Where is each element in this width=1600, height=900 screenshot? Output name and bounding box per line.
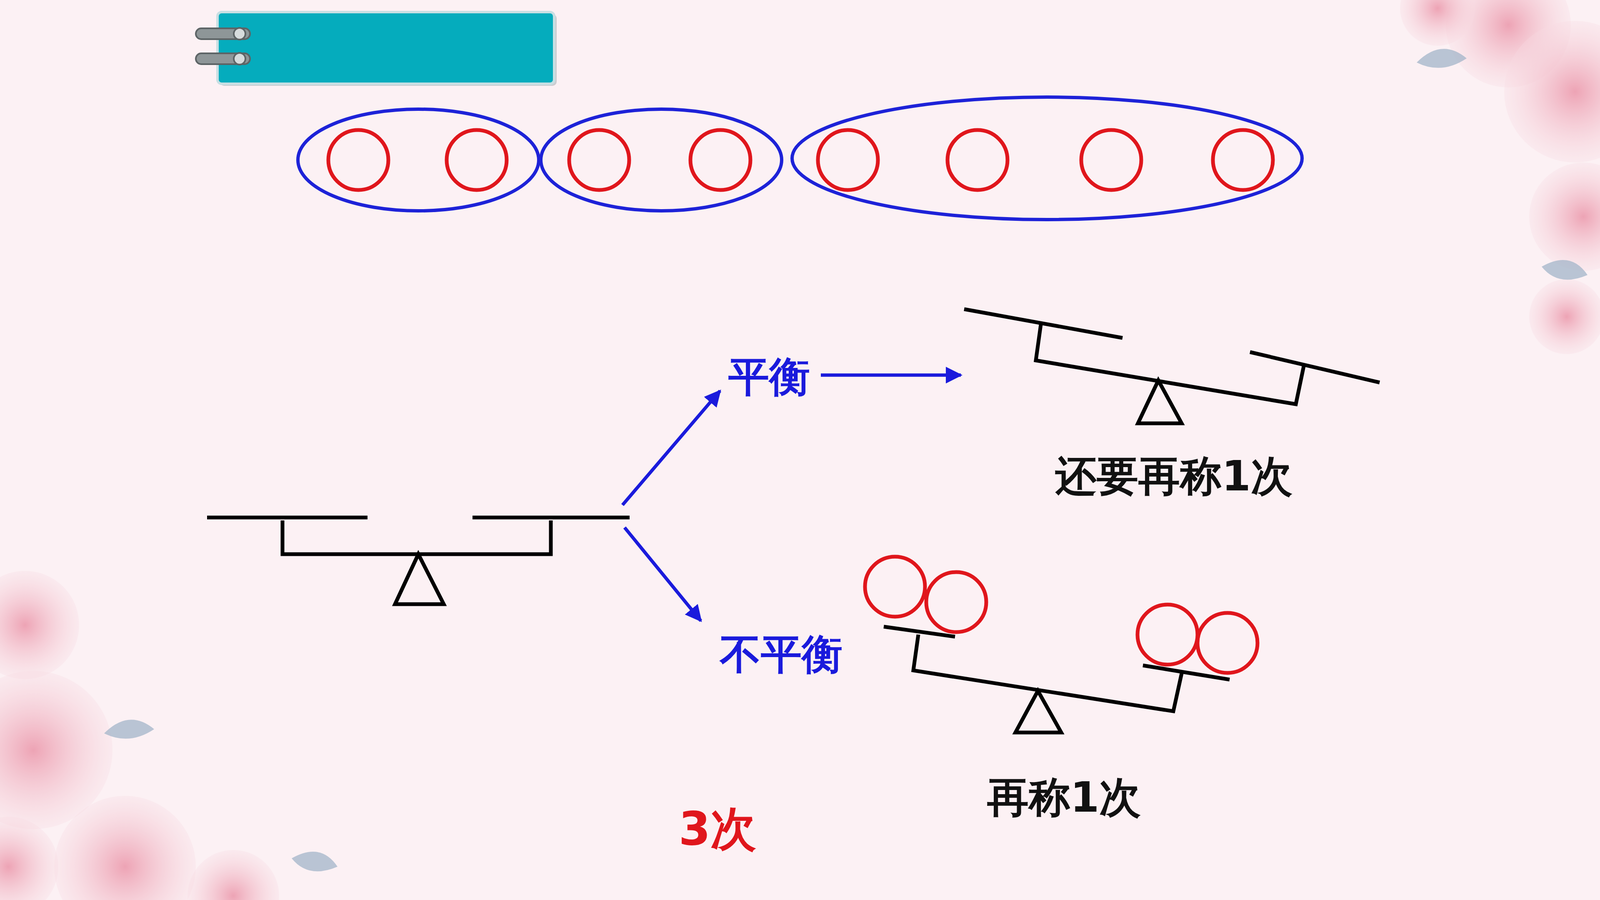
- balance-scale: [964, 309, 1380, 424]
- branch-arrow: [622, 390, 720, 621]
- scale-group: 再称1次: [862, 554, 1266, 822]
- scale-group: 还要再称1次: [959, 300, 1389, 500]
- node-text: 再称1次: [987, 773, 1142, 822]
- flow-arrow: [820, 373, 961, 377]
- balance-scale: [883, 626, 1230, 733]
- node-text: 平衡: [728, 353, 810, 401]
- branch-label: 不平衡: [716, 627, 846, 678]
- branch-label: 平衡: [725, 350, 814, 401]
- result-label: 3次: [678, 798, 757, 861]
- ball-groups: [297, 97, 1303, 220]
- balls-on-scale: [865, 556, 1258, 673]
- balance-scale: [207, 517, 630, 605]
- node-text: 还要再称1次: [1055, 452, 1293, 500]
- header-tab: [195, 12, 557, 86]
- node-text: 不平衡: [720, 630, 843, 678]
